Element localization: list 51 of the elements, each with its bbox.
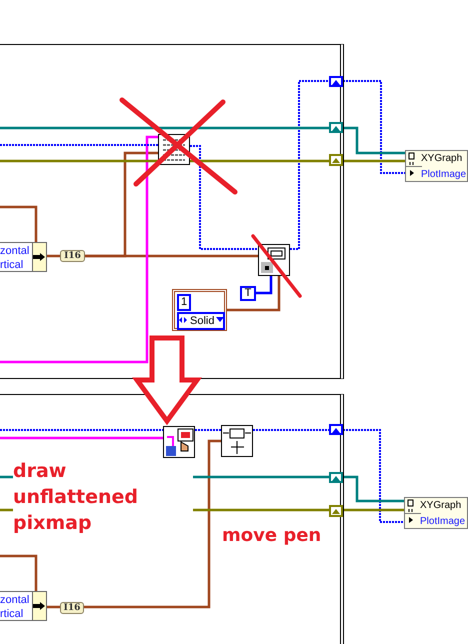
wire [290, 80, 329, 250]
wire [343, 160, 405, 162]
wire [0, 554, 38, 591]
tunnel-terminal [329, 154, 343, 166]
property-label: PlotImage [420, 515, 466, 528]
block-arrow [132, 336, 202, 426]
wire [0, 436, 163, 440]
wire [343, 508, 404, 512]
unbundle-node [0, 591, 47, 621]
cluster-constant [172, 289, 227, 331]
wire [190, 145, 258, 250]
property-label: PlotImage [421, 168, 466, 181]
wire [256, 276, 272, 294]
wire [227, 276, 280, 312]
property-label: XYGraph [420, 499, 462, 512]
tunnel-terminal [329, 424, 343, 435]
terminal-label: rtical [0, 607, 24, 621]
wire [47, 606, 60, 608]
wire [84, 440, 221, 608]
numeric-constant: 1 [177, 294, 191, 311]
property-label: XYGraph [421, 152, 462, 165]
wire [343, 476, 404, 502]
wire [0, 429, 163, 431]
wire [343, 429, 404, 523]
conversion-node: I16 [60, 250, 85, 262]
wire [253, 429, 329, 431]
boolean-constant: T [240, 286, 256, 301]
tunnel-terminal [329, 472, 343, 483]
conversion-node: I16 [60, 602, 84, 614]
terminal-label: rtical [0, 258, 24, 272]
wire [85, 152, 158, 258]
wire [47, 254, 60, 258]
terminal-label: zontal [0, 593, 30, 607]
wire [0, 126, 329, 130]
tunnel-terminal [329, 76, 343, 87]
wire [0, 160, 329, 162]
tunnel-terminal [329, 505, 343, 517]
subvi-block [163, 426, 195, 458]
property-node [405, 150, 468, 182]
tunnel-terminal [329, 122, 343, 133]
wire [0, 136, 158, 364]
wire [0, 144, 158, 146]
ring-control: Solid [177, 312, 225, 330]
wire [343, 126, 405, 154]
subvi-block [221, 425, 253, 457]
unbundle-node [0, 242, 47, 272]
terminal-label: zontal [0, 244, 30, 258]
wire [0, 206, 38, 242]
wire [343, 80, 405, 174]
property-node [404, 497, 468, 529]
wire [195, 429, 221, 431]
